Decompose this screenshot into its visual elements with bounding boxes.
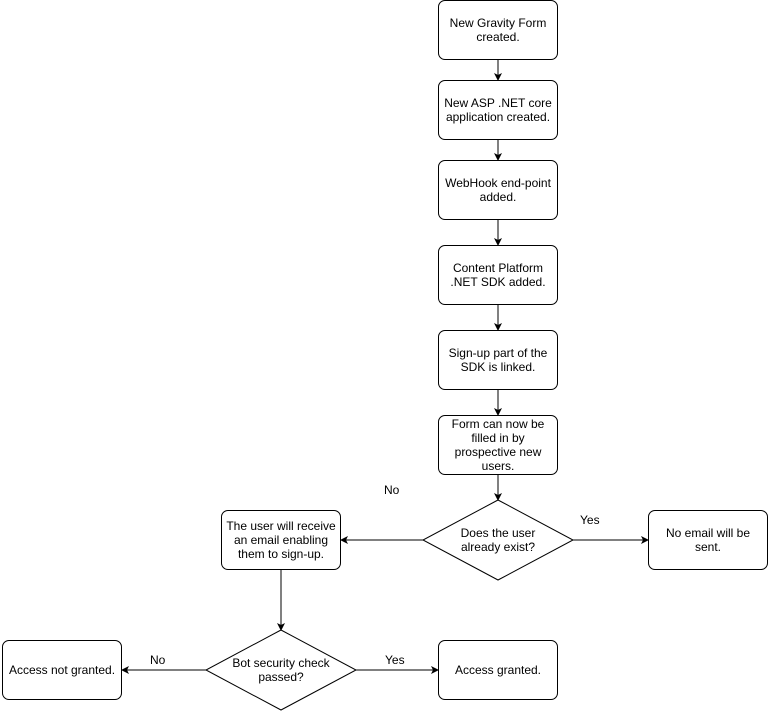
decision-user-exists-label: Does the user already exist?: [460, 526, 536, 554]
decision-user-exists: [421, 499, 575, 581]
edge-label-exists-yes: Yes: [580, 513, 600, 527]
node-form-filled: Form can now be filled in by prospective…: [438, 415, 558, 475]
edge-label-bot-no: No: [150, 653, 166, 667]
node-access-granted: Access granted.: [438, 640, 558, 700]
node-gravity-form: New Gravity Form created.: [438, 0, 558, 60]
node-signup-linked: Sign-up part of the SDK is linked.: [438, 330, 558, 390]
edge-label-exists-no: No: [384, 483, 400, 497]
node-aspnet-app: New ASP .NET core application created.: [438, 80, 558, 140]
node-webhook: WebHook end-point added.: [438, 160, 558, 220]
edge-label-bot-yes: Yes: [385, 653, 405, 667]
decision-bot-check-label: Bot security check passed?: [232, 656, 330, 684]
node-sdk-added: Content Platform .NET SDK added.: [438, 245, 558, 305]
node-access-denied: Access not granted.: [2, 640, 122, 700]
decision-bot-check: [204, 629, 358, 711]
node-user-email: The user will receive an email enabling …: [221, 510, 341, 570]
node-no-email: No email will be sent.: [648, 510, 768, 570]
